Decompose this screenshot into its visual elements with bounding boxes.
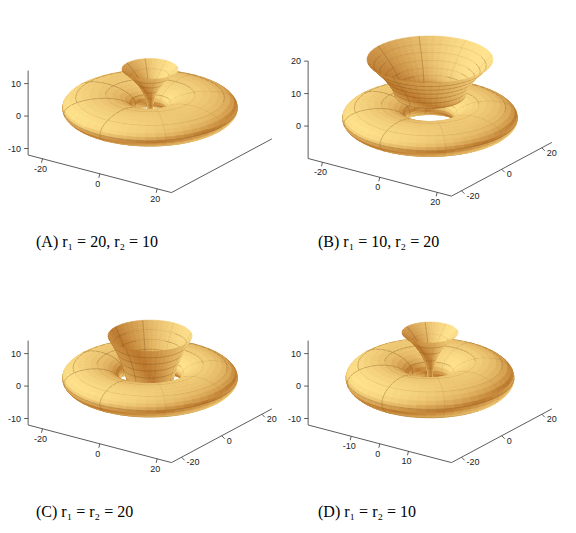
figure-stage: 100-10-2002020100-20020-20020(A) r₁ = 20… — [0, 0, 576, 533]
